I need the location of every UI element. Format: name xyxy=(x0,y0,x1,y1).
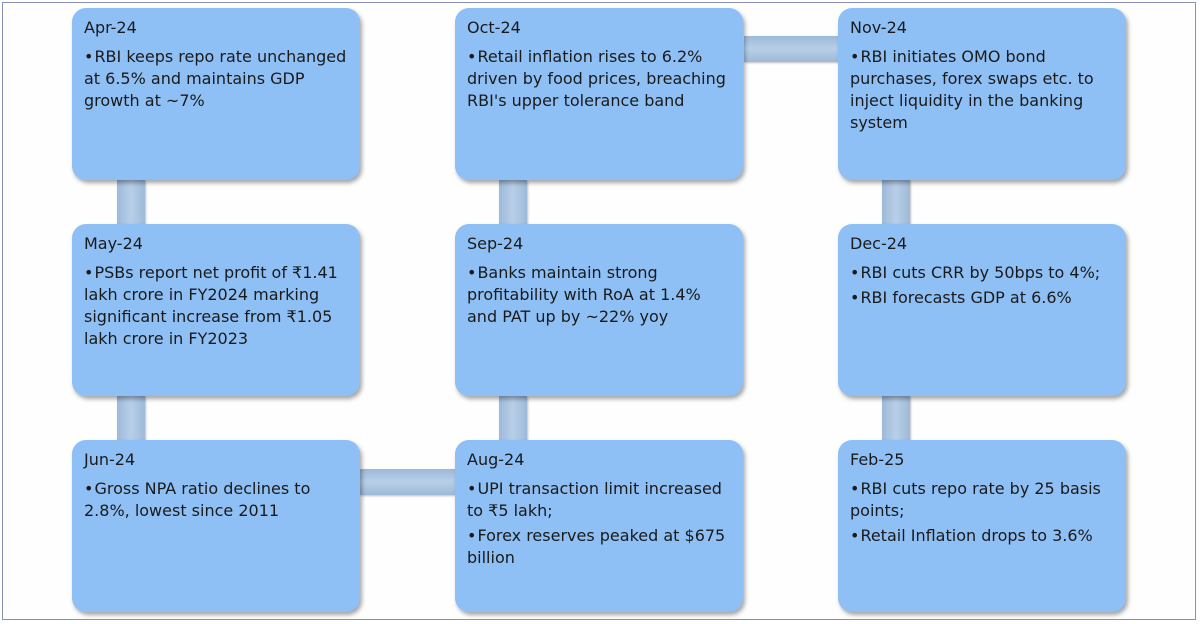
connector-aug-sep xyxy=(499,396,527,440)
bullet-text: RBI cuts repo rate by 25 basis points; xyxy=(850,479,1101,520)
box-date-title: Apr-24 xyxy=(84,18,137,37)
bullet-glyph: • xyxy=(467,263,477,282)
bullet-glyph: • xyxy=(850,479,860,498)
connector-nov-dec xyxy=(882,180,910,224)
box-bullet-item: •RBI forecasts GDP at 6.6% xyxy=(850,287,1116,309)
box-bullet-item: •Forex reserves peaked at $675 billion xyxy=(467,525,733,569)
box-date-title: Oct-24 xyxy=(467,18,521,37)
bullet-glyph: • xyxy=(467,47,477,66)
box-bullet-item: •Retail Inflation drops to 3.6% xyxy=(850,525,1116,547)
bullet-glyph: • xyxy=(467,526,477,545)
box-bullet-list: •RBI keeps repo rate unchanged at 6.5% a… xyxy=(84,46,350,112)
bullet-text: Retail Inflation drops to 3.6% xyxy=(860,526,1093,545)
bullet-text: Forex reserves peaked at $675 billion xyxy=(467,526,726,567)
timeline-box-jun: Jun-24 •Gross NPA ratio declines to 2.8%,… xyxy=(72,440,360,612)
connector-sep-oct xyxy=(499,180,527,224)
timeline-box-apr: Apr-24 •RBI keeps repo rate unchanged at … xyxy=(72,8,360,180)
bullet-text: Retail inflation rises to 6.2% driven by… xyxy=(467,47,726,110)
box-date-title: Aug-24 xyxy=(467,450,525,469)
box-bullet-list: •Gross NPA ratio declines to 2.8%, lowes… xyxy=(84,478,350,522)
bullet-glyph: • xyxy=(850,263,860,282)
timeline-box-feb: Feb-25•RBI cuts repo rate by 25 basis po… xyxy=(838,440,1126,612)
bullet-text: PSBs report net profit of ₹1.41 lakh cro… xyxy=(84,263,338,348)
bullet-glyph: • xyxy=(84,47,94,66)
connector-jun-aug xyxy=(360,469,455,495)
bullet-glyph: • xyxy=(850,288,860,307)
bullet-glyph: • xyxy=(850,526,860,545)
box-bullet-list: •Retail inflation rises to 6.2% driven b… xyxy=(467,46,733,112)
timeline-box-nov: Nov-24 •RBI initiates OMO bond purchases,… xyxy=(838,8,1126,180)
box-date-title: Nov-24 xyxy=(850,18,907,37)
box-bullet-list: •RBI cuts repo rate by 25 basis points;•… xyxy=(850,478,1116,547)
timeline-box-dec: Dec-24•RBI cuts CRR by 50bps to 4%;•RBI … xyxy=(838,224,1126,396)
box-date-title: Jun-24 xyxy=(84,450,136,469)
box-date-title: Sep-24 xyxy=(467,234,524,253)
bullet-text: Gross NPA ratio declines to 2.8%, lowest… xyxy=(84,479,311,520)
bullet-text: RBI forecasts GDP at 6.6% xyxy=(860,288,1072,307)
timeline-box-may: May-24 •PSBs report net profit of ₹1.41 l… xyxy=(72,224,360,396)
box-bullet-item: •RBI initiates OMO bond purchases, forex… xyxy=(850,46,1116,134)
box-date-title: Dec-24 xyxy=(850,234,908,253)
bullet-glyph: • xyxy=(850,47,860,66)
bullet-text: RBI cuts CRR by 50bps to 4%; xyxy=(860,263,1101,282)
box-bullet-list: •UPI transaction limit increased to ₹5 l… xyxy=(467,478,733,569)
bullet-text: RBI initiates OMO bond purchases, forex … xyxy=(850,47,1094,132)
bullet-text: RBI keeps repo rate unchanged at 6.5% an… xyxy=(84,47,347,110)
connector-oct-nov xyxy=(744,36,839,62)
timeline-box-oct: Oct-24 •Retail inflation rises to 6.2% dr… xyxy=(455,8,743,180)
box-bullet-item: •RBI cuts CRR by 50bps to 4%; xyxy=(850,262,1116,284)
connector-apr-may xyxy=(117,180,145,224)
box-bullet-list: •RBI initiates OMO bond purchases, forex… xyxy=(850,46,1116,134)
timeline-box-aug: Aug-24•UPI transaction limit increased t… xyxy=(455,440,743,612)
box-bullet-list: •PSBs report net profit of ₹1.41 lakh cr… xyxy=(84,262,350,350)
bullet-glyph: • xyxy=(84,263,94,282)
bullet-text: Banks maintain strong profitability with… xyxy=(467,263,701,326)
box-bullet-item: •UPI transaction limit increased to ₹5 l… xyxy=(467,478,733,522)
box-bullet-list: •RBI cuts CRR by 50bps to 4%;•RBI foreca… xyxy=(850,262,1116,309)
box-bullet-item: •RBI keeps repo rate unchanged at 6.5% a… xyxy=(84,46,350,112)
timeline-box-sep: Sep-24 •Banks maintain strong profitabili… xyxy=(455,224,743,396)
connector-may-jun xyxy=(117,396,145,440)
box-date-title: May-24 xyxy=(84,234,143,253)
box-date-title: Feb-25 xyxy=(850,450,905,469)
connector-dec-feb xyxy=(882,396,910,440)
bullet-glyph: • xyxy=(467,479,477,498)
box-bullet-item: •RBI cuts repo rate by 25 basis points; xyxy=(850,478,1116,522)
bullet-text: UPI transaction limit increased to ₹5 la… xyxy=(467,479,722,520)
box-bullet-item: •PSBs report net profit of ₹1.41 lakh cr… xyxy=(84,262,350,350)
box-bullet-item: •Retail inflation rises to 6.2% driven b… xyxy=(467,46,733,112)
box-bullet-item: •Gross NPA ratio declines to 2.8%, lowes… xyxy=(84,478,350,522)
box-bullet-list: •Banks maintain strong profitability wit… xyxy=(467,262,733,328)
box-bullet-item: •Banks maintain strong profitability wit… xyxy=(467,262,733,328)
bullet-glyph: • xyxy=(84,479,94,498)
